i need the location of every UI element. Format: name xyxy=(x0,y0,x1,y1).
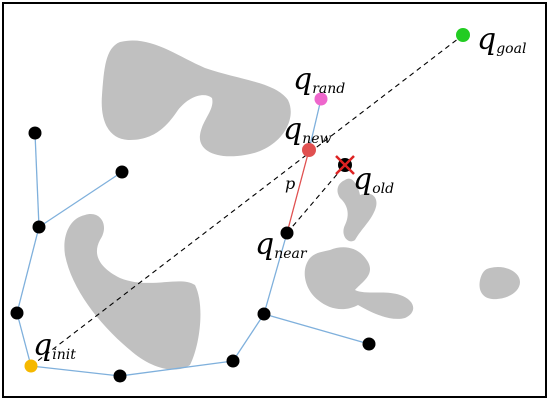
tree-edge xyxy=(232,313,265,362)
tree-edge xyxy=(30,365,121,377)
label-p: p xyxy=(285,174,295,193)
tree-nodes xyxy=(10,126,376,383)
new-edge-p xyxy=(286,149,310,234)
label-near: qnear xyxy=(255,227,308,262)
label-rand: qrand xyxy=(293,62,345,97)
frame xyxy=(2,2,547,398)
old-cross-2 xyxy=(335,155,355,175)
label-init: qinit xyxy=(33,328,76,363)
old-node xyxy=(335,155,355,175)
dashed-near-old xyxy=(286,164,346,234)
label-goal: qgoal xyxy=(477,22,526,57)
tree-node xyxy=(113,369,127,383)
tree-node-near xyxy=(280,226,294,240)
obstacle-far-right xyxy=(479,266,520,300)
tree-node xyxy=(257,307,271,321)
obstacle-top xyxy=(101,40,291,157)
tree-node xyxy=(32,220,46,234)
obstacle-right-small xyxy=(337,178,377,242)
dashed-init-goal xyxy=(30,34,464,367)
label-old: qold xyxy=(353,162,394,197)
init-node xyxy=(24,359,38,373)
rand-node xyxy=(314,92,328,106)
tree-edge xyxy=(16,312,32,367)
goal-node xyxy=(456,28,470,42)
obstacle-bottom-right xyxy=(304,247,414,319)
tree-edge xyxy=(263,313,370,345)
tree-node xyxy=(115,165,129,179)
tree-edge xyxy=(38,171,123,228)
tree-node xyxy=(226,354,240,368)
tree-edge xyxy=(263,232,288,315)
tree-edge xyxy=(16,226,40,314)
tree-node xyxy=(10,306,24,320)
tree-edges xyxy=(16,98,370,377)
tree-edge xyxy=(34,132,40,228)
tree-node xyxy=(28,126,42,140)
tree-edge xyxy=(308,98,322,151)
obstacles xyxy=(64,40,520,370)
obstacle-left xyxy=(64,214,201,370)
label-new: qnew xyxy=(283,112,332,147)
new-node xyxy=(302,143,316,157)
tree-node xyxy=(362,337,376,351)
tree-edge xyxy=(119,360,234,377)
